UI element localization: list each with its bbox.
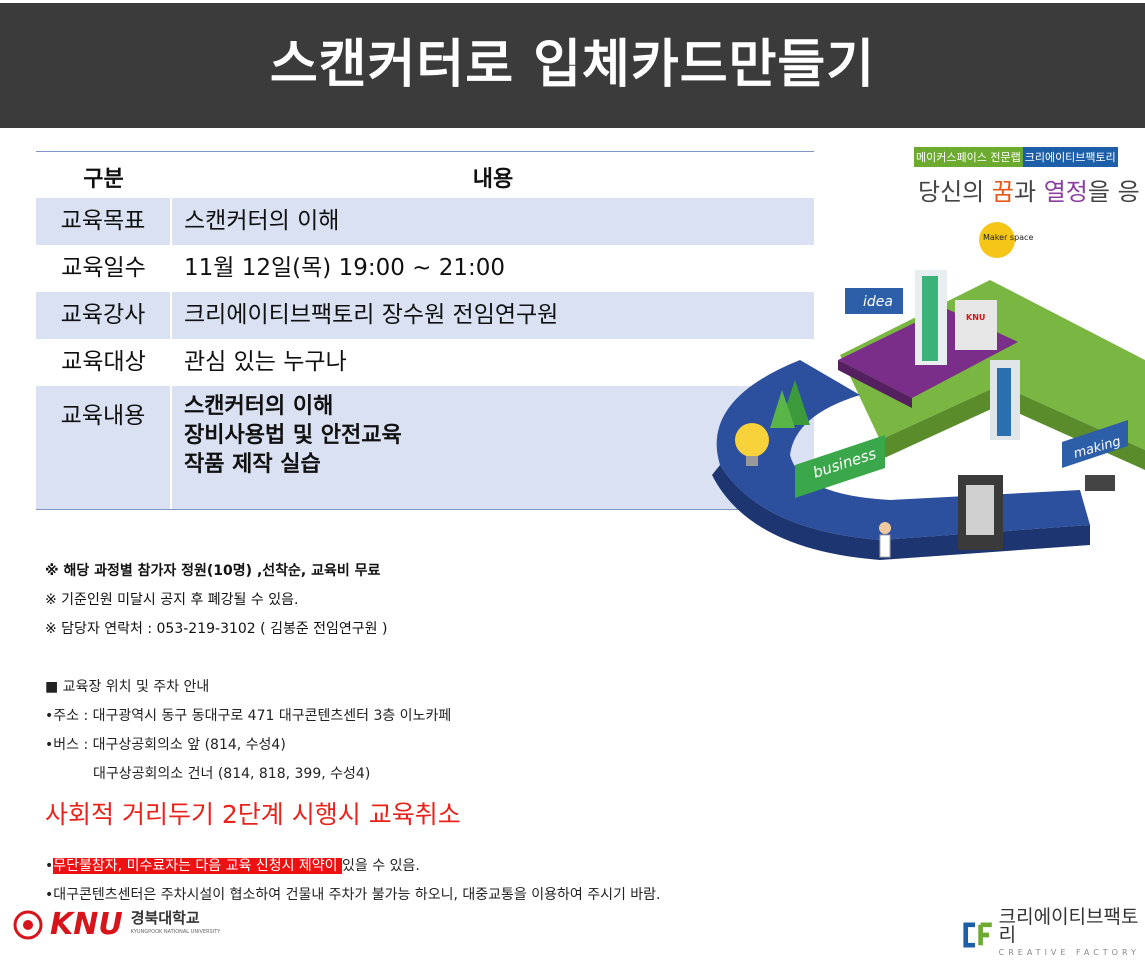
- table-row: 교육대상 관심 있는 누구나: [36, 339, 814, 386]
- table-row: 교육강사 크리에이티브팩토리 장수원 전임연구원: [36, 292, 814, 339]
- slogan-part: 을 응: [1087, 178, 1140, 206]
- making-sign: [1062, 420, 1128, 468]
- slogan-dream: 꿈: [991, 178, 1014, 206]
- title-banner: 스캔커터로 입체카드만들기: [0, 3, 1145, 128]
- content-line: 장비사용법 및 안전교육: [184, 423, 402, 448]
- notice-item: ※ 기준인원 미달시 공지 후 폐강될 수 있음.: [45, 592, 299, 608]
- row-value: 스캔커터의 이해 장비사용법 및 안전교육 작품 제작 실습: [172, 386, 814, 509]
- ad-slogan: 당신의 꿈과 열정을 응: [918, 172, 1140, 207]
- maker-space-sign: [979, 222, 1015, 258]
- table-row: 교육목표 스캔커터의 이해: [36, 198, 814, 245]
- creative-factory-logo: CF 크리에이티브팩토리 CREATIVE FACTORY: [962, 908, 1145, 962]
- business-sign: [795, 435, 885, 498]
- table-header: 구분 내용: [36, 152, 814, 198]
- notice-rest: 있을 수 있음.: [342, 858, 420, 874]
- idea-sign: [845, 288, 903, 314]
- table-row: 교육내용 스캔커터의 이해 장비사용법 및 안전교육 작품 제작 실습: [36, 386, 814, 509]
- slogan-part: 과: [1013, 178, 1044, 206]
- cf-name: 크리에이티브팩토리 CREATIVE FACTORY: [999, 908, 1145, 962]
- row-label: 교육내용: [36, 386, 172, 509]
- page-title: 스캔커터로 입체카드만들기: [269, 35, 876, 95]
- tree: [770, 390, 795, 428]
- idea-label: idea: [863, 294, 893, 310]
- cancellation-warning: 사회적 거리두기 2단계 시행시 교육취소: [45, 800, 461, 829]
- ad-tag-factory: 크리에이티브팩토리: [1022, 147, 1118, 167]
- table-row: 교육일수 11월 12일(목) 19:00 ~ 21:00: [36, 245, 814, 292]
- content-line: 스캔커터의 이해: [184, 394, 334, 419]
- knu-building-label: KNU: [966, 313, 985, 322]
- row-value: 11월 12일(목) 19:00 ~ 21:00: [184, 255, 506, 281]
- cf-emblem-icon: CF: [963, 922, 992, 948]
- knu-wordmark: KNU: [50, 907, 123, 942]
- slogan-passion: 열정: [1043, 178, 1088, 206]
- maker-space-label: Maker space: [983, 233, 1033, 242]
- lightbulb-icon: [735, 423, 769, 457]
- notice-item: ※ 해당 과정별 참가자 정원(10명) ,선착순, 교육비 무료: [45, 563, 381, 579]
- header-content: 내용: [472, 167, 514, 192]
- 3d-printer-window: [966, 485, 994, 535]
- row-label: 교육일수: [36, 245, 172, 292]
- location-bus-opposite: 대구상공회의소 건너 (814, 818, 399, 수성4): [93, 766, 371, 782]
- row-value: 스캔커터의 이해: [184, 208, 340, 234]
- tower-window: [922, 276, 938, 361]
- location-info: ■ 교육장 위치 및 주차 안내 •주소 : 대구광역시 동구 동대구로 471…: [45, 676, 451, 792]
- cf-name-en: CREATIVE FACTORY: [998, 948, 1140, 957]
- notice-item: ※ 담당자 연락처 : 053-219-3102 ( 김봉준 전임연구원 ): [45, 621, 388, 637]
- notice-list: ※ 해당 과정별 참가자 정원(10명) ,선착순, 교육비 무료 ※ 기준인원…: [45, 560, 387, 647]
- bullet: •: [45, 858, 54, 874]
- knu-emblem-icon: [13, 910, 43, 939]
- location-address: •주소 : 대구광역시 동구 동대구로 471 대구콘텐츠센터 3층 이노카페: [45, 708, 452, 724]
- person-body: [879, 534, 891, 558]
- purple-platform-edge: [838, 360, 912, 408]
- side-building-window: [997, 368, 1011, 436]
- info-table: 구분 내용 교육목표 스캔커터의 이해 교육일수 11월 12일(목) 19:0…: [36, 151, 814, 510]
- highlighted-text: 무단불참자, 미수료자는 다음 교육 신청시 제약이: [53, 858, 343, 874]
- bottom-notices: •무단불참자, 미수료자는 다음 교육 신청시 제약이 있을 수 있음. •대구…: [45, 855, 661, 913]
- header-category: 구분: [36, 152, 172, 198]
- location-bus: •버스 : 대구상공회의소 앞 (814, 수성4): [45, 737, 286, 753]
- knu-building: [955, 300, 997, 350]
- location-heading: ■ 교육장 위치 및 주차 안내: [45, 679, 210, 695]
- row-value: 크리에이티브팩토리 장수원 전임연구원: [184, 302, 559, 328]
- slogan-part: 당신의: [918, 178, 992, 206]
- parking-notice: •대구콘텐츠센터은 주차시설이 협소하여 건물내 주차가 불가능 하오니, 대중…: [45, 887, 661, 903]
- chip-icon: [1085, 475, 1115, 491]
- row-label: 교육대상: [36, 339, 172, 386]
- lightbulb-base: [746, 456, 758, 466]
- row-label: 교육목표: [36, 198, 172, 245]
- person-head: [879, 522, 891, 534]
- cf-name-kr: 크리에이티브팩토리: [998, 906, 1139, 946]
- makerspace-illustration: Maker space idea KNU business making: [712, 222, 1145, 560]
- row-label: 교육강사: [36, 292, 172, 339]
- ad-tag-makerspace: 메이커스페이스 전문랩: [914, 147, 1023, 167]
- row-value: 관심 있는 누구나: [184, 349, 347, 375]
- ad-tags: 메이커스페이스 전문랩 크리에이티브팩토리: [914, 147, 1118, 167]
- penalty-notice: •무단불참자, 미수료자는 다음 교육 신청시 제약이 있을 수 있음.: [45, 855, 661, 884]
- knu-name-en: KYUNGPOOK NATIONAL UNIVERSITY: [130, 928, 221, 935]
- knu-name-kr: 경북대학교: [130, 908, 200, 927]
- content-line: 작품 제작 실습: [184, 452, 321, 477]
